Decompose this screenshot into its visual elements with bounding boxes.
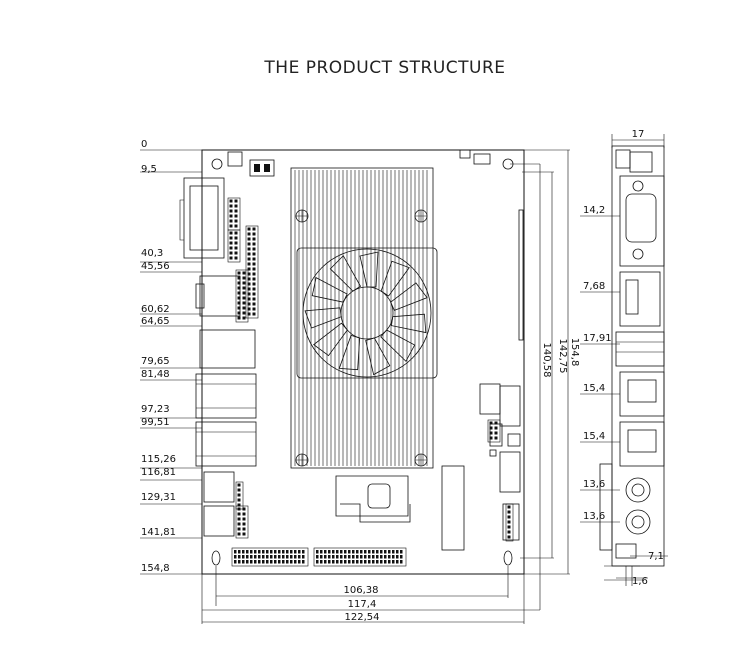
right-components — [441, 209, 524, 551]
side-dim-label: 14,2 — [583, 205, 605, 216]
dim-106-38: 106,38 — [344, 585, 379, 596]
dim-117-4: 117,4 — [348, 599, 377, 610]
left-dim-label: 141,81 — [141, 527, 176, 538]
dim-140-58: 140,58 — [541, 343, 552, 378]
heatsink — [290, 167, 434, 469]
left-dim-label: 60,62 — [141, 304, 170, 315]
bottom-dimensions: 106,38 117,4 122,54 — [201, 558, 541, 624]
side-dimensions: 14,2 7,68 17,91 15,4 15,4 13,6 13,6 7,1 1,6 — [580, 205, 668, 587]
left-dim-label: 81,48 — [141, 369, 170, 380]
side-dim-label: 15,4 — [583, 383, 605, 394]
io-connectors-left — [179, 177, 257, 537]
left-dim-label: 64,65 — [141, 316, 170, 327]
side-dim-label: 7,68 — [583, 281, 605, 292]
left-dim-label: 115,26 — [141, 454, 176, 465]
side-dim-small-b: 1,6 — [632, 576, 648, 587]
left-dim-label: 40,3 — [141, 248, 163, 259]
cpu-fan — [296, 247, 438, 379]
left-dim-label: 0 — [141, 139, 147, 150]
left-dim-label: 79,65 — [141, 356, 170, 367]
dim-122-54: 122,54 — [345, 612, 380, 623]
side-dim-label: 13,6 — [583, 511, 605, 522]
page-title: THE PRODUCT STRUCTURE — [264, 58, 506, 78]
left-dim-label: 154,8 — [141, 563, 170, 574]
right-vertical-dimensions: 154,8 142,75 140,58 — [510, 149, 580, 575]
top-connectors — [227, 149, 491, 177]
pin-headers — [227, 197, 514, 542]
left-dim-label: 129,31 — [141, 492, 176, 503]
left-dim-label: 45,56 — [141, 261, 170, 272]
left-dim-label: 97,23 — [141, 404, 170, 415]
mount-hole-bottom-right — [503, 550, 513, 566]
side-view: 17 — [599, 129, 665, 586]
side-dim-label: 15,4 — [583, 431, 605, 442]
left-dim-label: 99,51 — [141, 417, 170, 428]
side-width-dim: 17 — [632, 129, 645, 140]
side-dim-label: 13,6 — [583, 479, 605, 490]
dim-154-8: 154,8 — [569, 338, 580, 367]
left-dim-label: 9,5 — [141, 164, 157, 175]
left-dim-label: 116,81 — [141, 467, 176, 478]
side-dim-label: 17,91 — [583, 333, 612, 344]
mount-hole-bottom-left — [211, 550, 221, 566]
side-dim-small-a: 7,1 — [648, 551, 664, 562]
sim-slot — [335, 475, 411, 523]
mount-hole-top-left — [211, 158, 223, 170]
dim-142-75: 142,75 — [557, 339, 568, 374]
bottom-pin-headers — [231, 547, 407, 567]
